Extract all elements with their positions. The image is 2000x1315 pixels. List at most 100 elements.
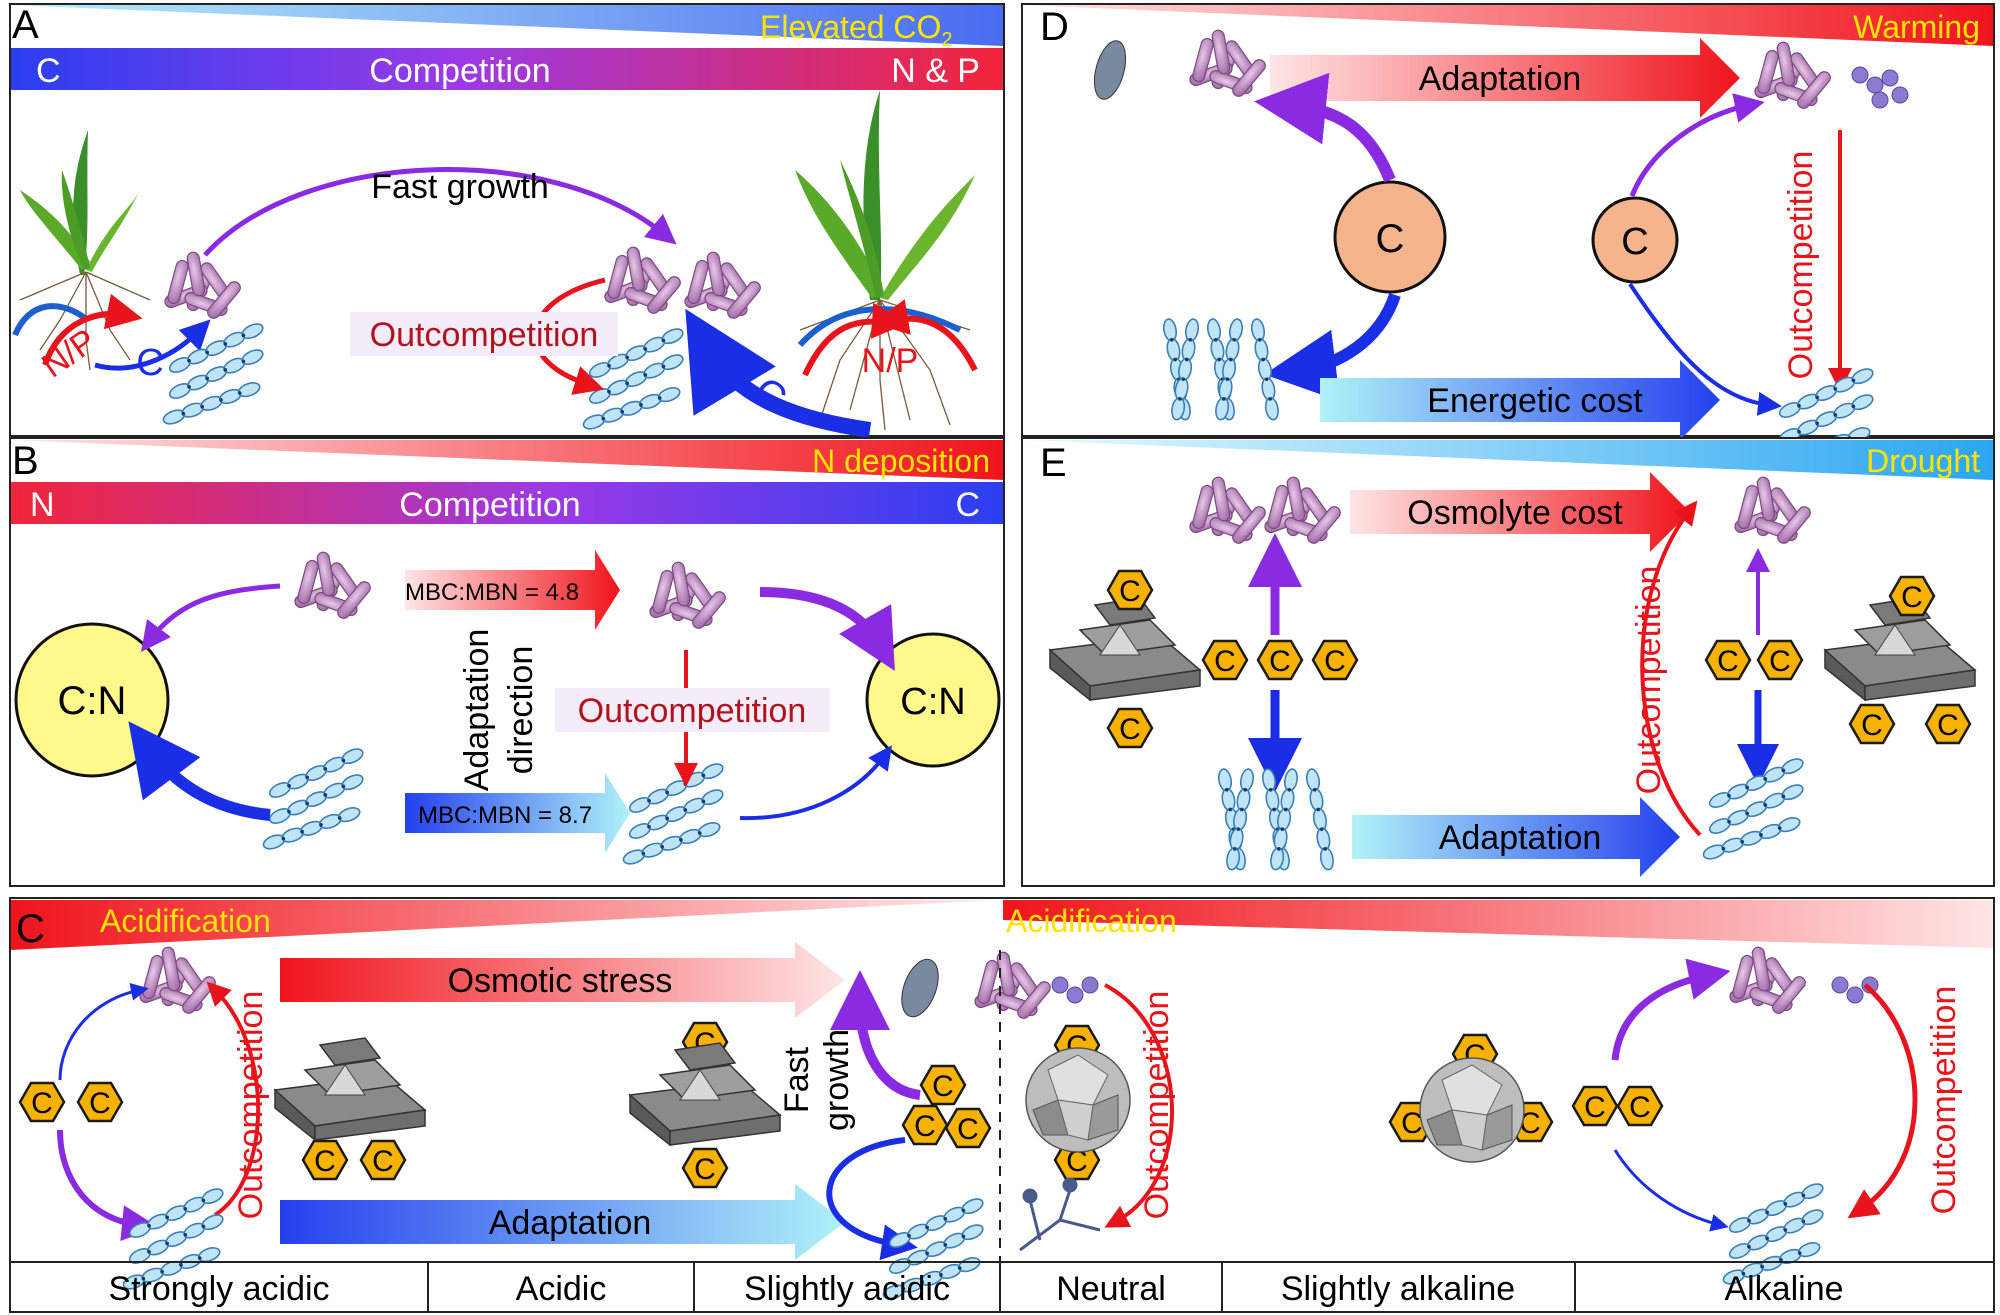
adaptation-label-d: Adaptation: [1419, 60, 1582, 98]
svg-text:C: C: [1901, 581, 1923, 614]
outcompetition-label-b: Outcompetition: [578, 692, 807, 730]
comp-a-left: C: [36, 52, 61, 90]
panel-b: B N deposition N Competition C C:N C:N M…: [9, 437, 1005, 887]
arrow-b-purple-right: [759, 587, 895, 672]
panel-e-letter: E: [1040, 441, 1067, 485]
comp-b-left: N: [30, 486, 55, 524]
outcompetition-bg-b: [555, 688, 830, 732]
ph-acidic: Acidic: [516, 1270, 607, 1308]
fast-growth-label: Fast growth: [371, 168, 549, 206]
streptomyces-d: [1851, 66, 1909, 109]
hyphae-icon-c: [1019, 1177, 1101, 1252]
ratio-top-label: MBC:MBN = 4.8: [405, 579, 579, 606]
growth-label: growth: [818, 1029, 856, 1131]
panel-c: C Acidification Acidification Osmotic st…: [9, 897, 1995, 1313]
energetic-label-d: Energetic cost: [1427, 382, 1643, 420]
warming-gradient: [1023, 5, 1993, 46]
arrow-b-blue-left: [128, 721, 271, 821]
warming-label: Warming: [1853, 9, 1980, 45]
panel-a-letter: A: [12, 3, 39, 47]
svg-text:C: C: [1324, 645, 1346, 678]
outcompetition-label-c3: Outcompetition: [1925, 986, 1963, 1215]
ph-slightly-acidic: Slightly acidic: [744, 1270, 950, 1308]
panel-a: A Elevated CO2 C Competition N & P N/P C…: [9, 3, 1005, 438]
n-deposition-gradient: [11, 440, 1003, 480]
ratio-arrow-top: [405, 550, 620, 630]
np-arrow-left: [42, 293, 143, 367]
adaptation-direction-2: direction: [502, 646, 540, 775]
spore-icon-d: [1093, 40, 1127, 100]
panel-d-letter: D: [1040, 5, 1069, 49]
n-deposition-label: N deposition: [812, 443, 990, 479]
arrow-c-purple-3: [1611, 958, 1731, 1061]
svg-text:C: C: [694, 1153, 716, 1186]
svg-text:C: C: [1584, 1091, 1606, 1124]
arrow-b-blue-right: [739, 745, 892, 821]
mineral-ball-c1-icon: [1025, 1047, 1131, 1153]
cn-circle-right: [865, 632, 1001, 768]
fast-growth-arrow: [203, 167, 677, 257]
adaptation-arrow-c: [280, 1184, 845, 1260]
adaptation-label-c: Adaptation: [489, 1204, 652, 1242]
plant-small-icon: [19, 130, 151, 371]
osmotic-arrow: [280, 942, 845, 1018]
svg-text:C: C: [1519, 1107, 1541, 1140]
arrow-b-purple-left: [140, 583, 281, 652]
osmotic-label: Osmotic stress: [448, 962, 673, 1000]
ph-slightly-alkaline: Slightly alkaline: [1281, 1270, 1515, 1308]
acid-label-left: Acidification: [100, 903, 271, 939]
outcompetition-label-e: Outcompetition: [1630, 566, 1668, 795]
cn-label-right: C:N: [900, 681, 965, 723]
comp-b-center: Competition: [399, 486, 580, 524]
ph-neutral: Neutral: [1056, 1270, 1166, 1308]
arrow-d-purple-1: [1254, 72, 1396, 183]
outcompetition-label-a: Outcompetition: [370, 316, 599, 354]
arrow-c-outcompetition-2: [1104, 983, 1174, 1228]
svg-text:C: C: [31, 1087, 53, 1120]
co2-gradient-bar: [11, 5, 1003, 46]
svg-text:C: C: [1401, 1107, 1423, 1140]
ratio-arrow-bottom: [405, 773, 630, 853]
c-label-d2: C: [1621, 221, 1648, 263]
svg-text:C: C: [1119, 713, 1141, 746]
c-circle-d2: [1591, 196, 1679, 284]
panel-d: D Warming Adaptation C C Outcompetition …: [1021, 3, 1995, 471]
adaptation-direction-1: Adaptation: [458, 629, 496, 792]
outcompetition-label-c1: Outcompetition: [232, 991, 270, 1220]
adaptation-arrow-d: [1270, 38, 1740, 118]
arrow-c-outcompetition-3: [1847, 983, 1918, 1219]
osmolyte-arrow-e: [1350, 472, 1690, 552]
arrow-c-blue-1: [58, 982, 149, 1081]
acid-label-right: Acidification: [1006, 903, 1177, 939]
comp-a-center: Competition: [369, 52, 550, 90]
np-label-right: N/P: [862, 342, 919, 380]
panel-b-letter: B: [12, 439, 39, 483]
arrow-c-blue-fast: [826, 1137, 918, 1261]
comp-a-right: N & P: [891, 52, 980, 90]
c-label-d1: C: [1376, 217, 1405, 261]
c-circle-d1: [1333, 180, 1447, 294]
energetic-arrow-d: [1320, 360, 1720, 440]
arrow-d-blue-1: [1264, 292, 1401, 402]
adaptation-arrow-e: [1352, 797, 1680, 877]
svg-text:C: C: [1269, 645, 1291, 678]
svg-text:C: C: [1119, 575, 1141, 608]
co2-label: Elevated CO2: [760, 9, 953, 51]
arrow-d-purple-2: [1629, 93, 1765, 197]
acid-gradient-left: [11, 900, 1000, 950]
svg-text:C: C: [1769, 645, 1791, 678]
svg-text:C: C: [1066, 1145, 1088, 1178]
svg-text:C: C: [1937, 709, 1959, 742]
c-arrow-small: [94, 319, 211, 371]
svg-text:C: C: [372, 1145, 394, 1178]
ph-axis-labels: Strongly acidic Acidic Slightly acidic N…: [108, 1270, 1843, 1308]
arrow-c-outcompetition-1: [206, 981, 261, 1217]
ratio-bottom-label: MBC:MBN = 8.7: [418, 802, 592, 829]
competition-bar-a: [11, 48, 1003, 90]
cn-label-left: C:N: [58, 679, 127, 723]
osmolyte-label-e: Osmolyte cost: [1407, 494, 1623, 532]
